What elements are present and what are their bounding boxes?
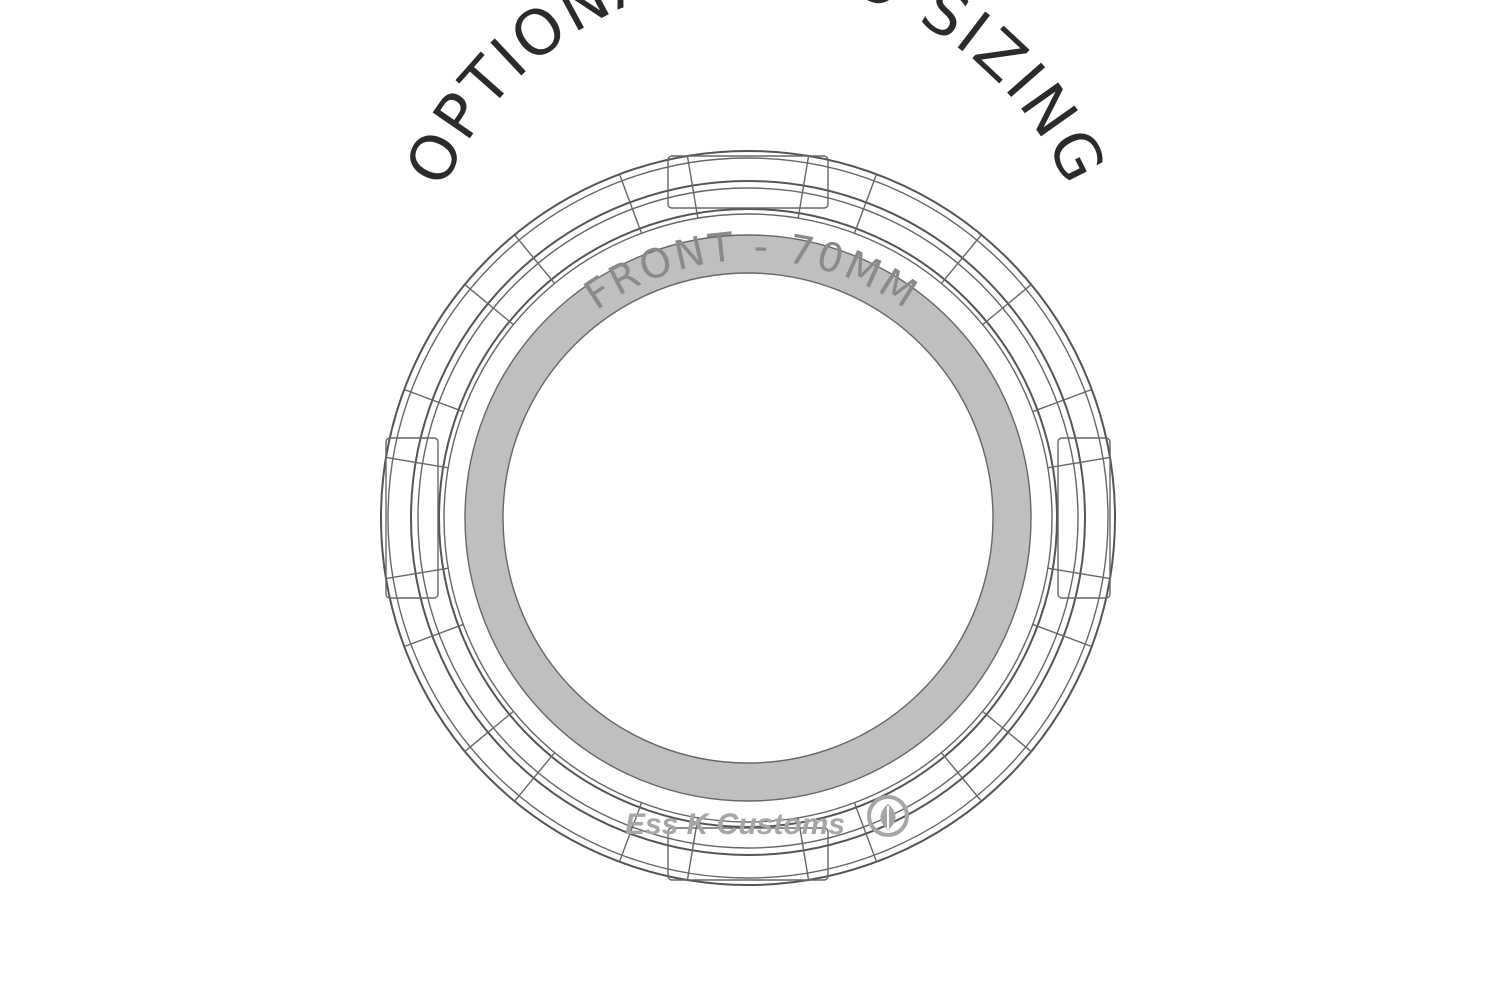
housing-segment-divider [982,284,1032,326]
brand-watermark: Ess K Customs [625,795,909,841]
housing-segment-divider [940,752,982,802]
housing-ring [443,213,1053,823]
housing-block [667,827,829,881]
housing-segment-divider [618,173,643,234]
brand-name: Ess K Customs [625,808,845,841]
halo-ring-inner-edge [502,272,994,764]
housing-segment-divider [403,623,464,648]
headlight-housing [380,150,1116,886]
housing-segment-divider [853,802,878,863]
housing-block [385,437,439,599]
housing-block [667,155,829,209]
housing-segment-divider [464,710,514,752]
housing-segment-divider [464,284,514,326]
housing-ring [417,187,1079,849]
housing-segment-divider [514,234,556,284]
housing-segment-divider [853,173,878,234]
housing-segment-divider [514,752,556,802]
housing-ring [380,150,1116,886]
diagram-title-path: OPTIONAL HALO SIZING [391,0,1118,196]
diagram-title: OPTIONAL HALO SIZING [391,0,1121,196]
housing-segment-divider [618,802,643,863]
housing-segment-divider [940,234,982,284]
halo-ring-outer-edge [464,234,1032,802]
housing-segment-divider [403,388,464,413]
housing-block [1057,437,1111,599]
shield-leaf-icon [867,795,909,837]
housing-ring [438,208,1058,828]
housing-ring [410,180,1086,856]
housing-segment-divider [982,710,1032,752]
housing-segment-divider [1032,388,1093,413]
housing-segment-divider [1032,623,1093,648]
housing-ring [387,157,1109,879]
halo-ring [465,235,1031,801]
